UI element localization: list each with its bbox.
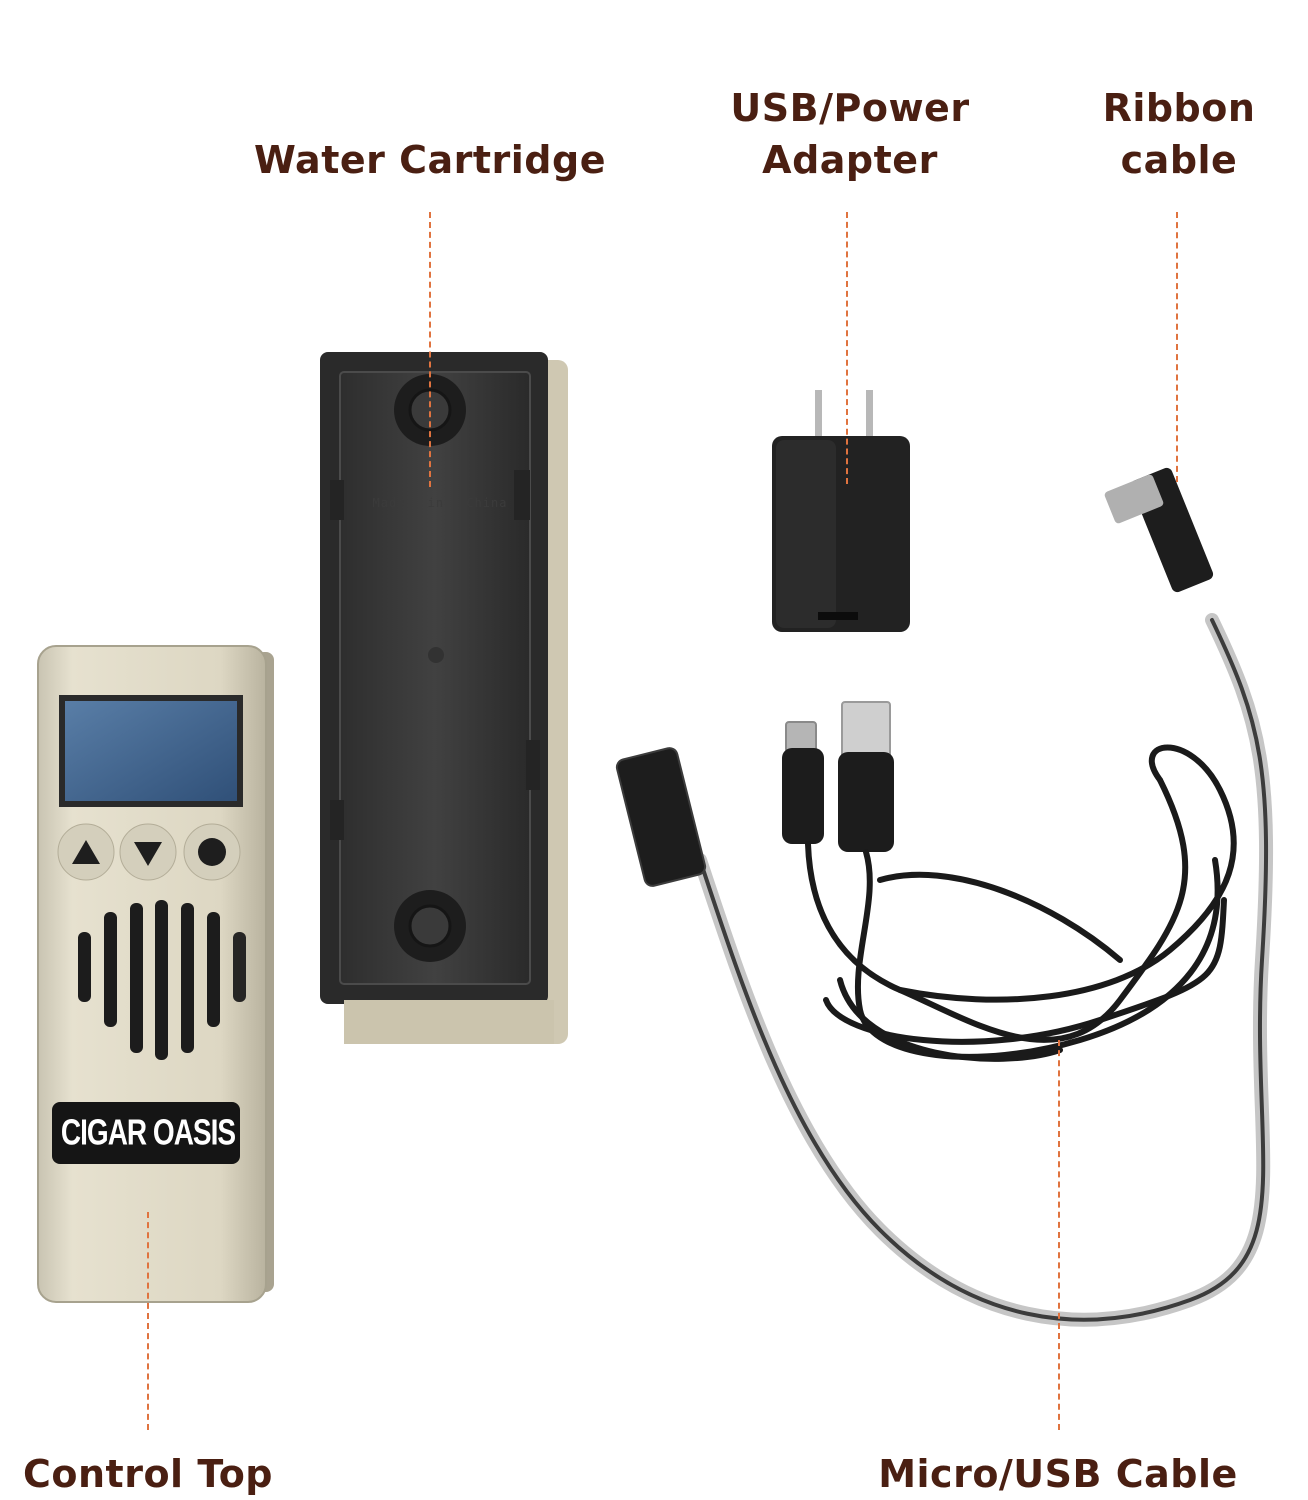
usb-power-adapter: [772, 390, 910, 632]
micro-usb-cable: [782, 701, 1237, 1062]
label-control-top: Control Top: [23, 1452, 273, 1496]
leader-usb-power-adapter: [846, 212, 848, 484]
label-ribbon-line1: Ribbon: [1102, 86, 1256, 130]
leader-water-cartridge: [429, 212, 431, 487]
select-dot-icon: [198, 838, 226, 866]
leader-control-top: [147, 1212, 149, 1430]
made-in-china-text: Made in China: [372, 496, 508, 510]
cigar-oasis-logo-text: CIGAR OASIS: [60, 1112, 236, 1153]
ribbon-cable: [615, 467, 1274, 1327]
water-cartridge: [320, 352, 568, 1044]
label-usb-power-line1: USB/Power: [730, 86, 970, 130]
label-micro-usb-cable: Micro/USB Cable: [878, 1452, 1238, 1496]
speaker-grille: [78, 900, 246, 1060]
label-usb-power-line2: Adapter: [762, 138, 938, 182]
cigar-oasis-logo: [52, 1102, 240, 1164]
label-usb-power-adapter: USB/Power Adapter: [690, 82, 1010, 186]
label-ribbon-cable: Ribbon cable: [1070, 82, 1288, 186]
label-water-cartridge: Water Cartridge: [254, 138, 606, 182]
up-arrow-icon: [72, 840, 100, 864]
leader-ribbon-cable: [1176, 212, 1178, 482]
label-ribbon-line2: cable: [1120, 138, 1238, 182]
control-top-unit: [37, 645, 274, 1303]
down-arrow-icon: [134, 842, 162, 866]
lcd-screen: [59, 695, 243, 807]
leader-micro-usb-cable: [1058, 1040, 1060, 1430]
